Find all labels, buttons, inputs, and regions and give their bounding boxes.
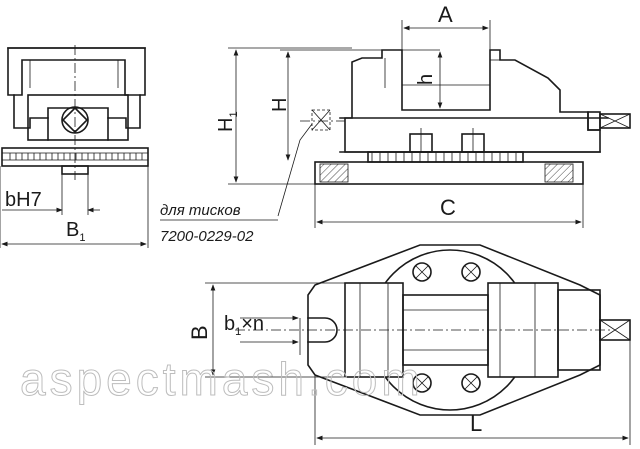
label-b1xn: b1×n (224, 313, 264, 338)
label-A: A (438, 2, 453, 27)
label-bH7: bH7 (5, 189, 42, 211)
note-line-1: для тисков (160, 202, 241, 219)
label-H1: H1 (215, 111, 240, 132)
serration-ticks (9, 153, 143, 160)
label-h: h (415, 74, 437, 85)
note-line-2: 7200-0229-02 (160, 228, 254, 245)
label-H: H (269, 98, 291, 112)
watermark-text: aspectmash.com (20, 353, 424, 405)
label-L: L (470, 411, 482, 436)
plan-view: B b1×n L (187, 244, 631, 445)
end-view: bH7 B1 (0, 45, 149, 248)
label-C: C (440, 195, 456, 220)
label-B: B (187, 325, 212, 340)
bolt-group (412, 262, 481, 393)
side-view: A h H H1 C (215, 2, 631, 228)
label-B1: B1 (66, 219, 85, 244)
